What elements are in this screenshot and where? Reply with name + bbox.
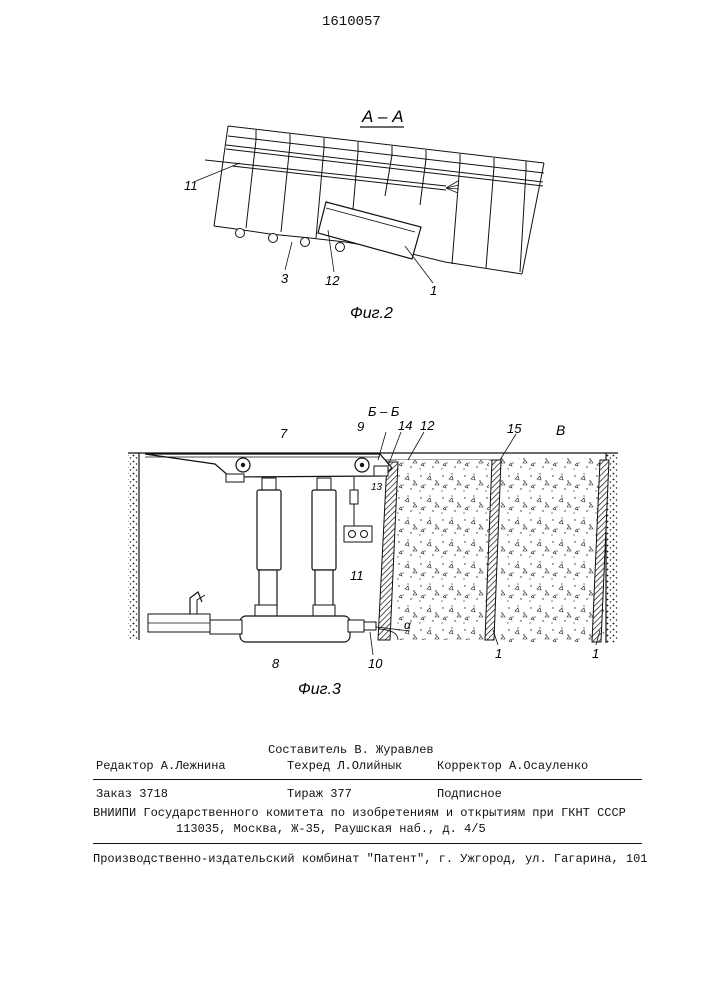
techred: Техред Л.Олийнык xyxy=(287,759,402,773)
corrector: Корректор А.Осауленко xyxy=(437,759,588,773)
fig3-label-13: 13 xyxy=(371,482,383,493)
divider xyxy=(93,779,642,780)
fig3-label-7: 7 xyxy=(280,426,288,441)
figure-3-drawing: Б – Б xyxy=(0,340,707,710)
fig2-caption: Фиг.2 xyxy=(350,305,393,322)
fig2-section-label: А – А xyxy=(361,107,404,126)
fig3-label-8: 8 xyxy=(272,656,280,671)
fig3-label-15: 15 xyxy=(507,421,522,436)
fig3-label-14: 14 xyxy=(398,418,412,433)
editor: Редактор А.Лежнина xyxy=(96,759,226,773)
fig3-label-1b: 1 xyxy=(592,646,599,661)
fig3-caption: Фиг.3 xyxy=(298,681,341,698)
fig3-label-11: 11 xyxy=(350,568,364,583)
vniipi: ВНИИПИ Государственного комитета по изоб… xyxy=(93,806,626,820)
figure-2-drawing: А – А xyxy=(0,0,707,340)
fig3-label-10: 10 xyxy=(368,656,383,671)
fig3-label-alpha: α xyxy=(404,618,412,632)
fig2-label-12: 12 xyxy=(325,273,340,288)
address: 113035, Москва, Ж-35, Раушская наб., д. … xyxy=(176,822,486,836)
divider xyxy=(93,843,642,844)
fig2-label-1: 1 xyxy=(430,283,437,298)
fig2-label-3: 3 xyxy=(281,271,289,286)
fig2-label-11: 11 xyxy=(184,178,198,193)
order: Заказ 3718 xyxy=(96,787,168,801)
fig3-label-1a: 1 xyxy=(495,646,502,661)
publisher: Производственно-издательский комбинат "П… xyxy=(93,852,648,866)
fig3-section-label: Б – Б xyxy=(368,404,400,419)
subscription: Подписное xyxy=(437,787,502,801)
fig3-label-B: В xyxy=(556,422,565,438)
circulation: Тираж 377 xyxy=(287,787,352,801)
fig3-label-12: 12 xyxy=(420,418,435,433)
fig3-label-9: 9 xyxy=(357,419,364,434)
compiler: Составитель В. Журавлев xyxy=(268,743,434,757)
